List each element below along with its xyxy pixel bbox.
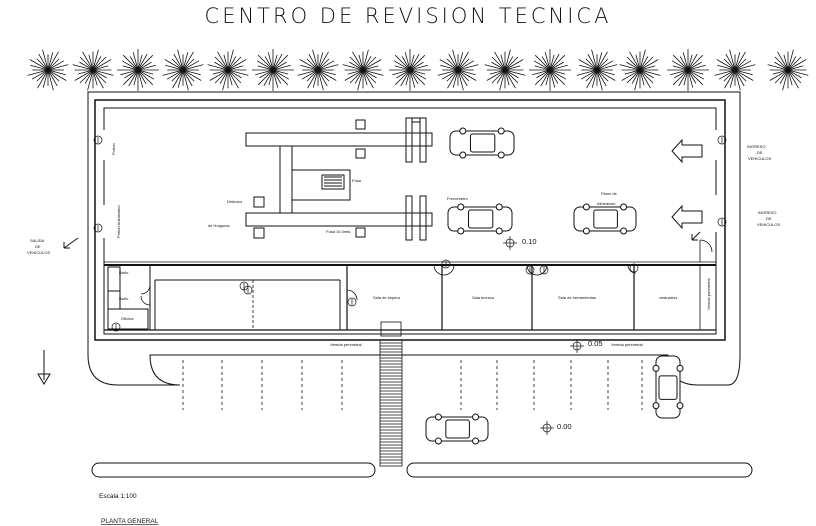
- level-labels: 0.10 0.05 0.00: [522, 237, 603, 431]
- grid-marker-icon: [629, 263, 639, 273]
- label-level-010: 0.10: [522, 237, 537, 246]
- label-salida-de: DE: [35, 244, 41, 249]
- tree-icon: [437, 49, 479, 91]
- label-frenometro: Frenometro: [447, 196, 468, 201]
- tree-icon: [162, 49, 204, 91]
- label-ingreso-veh-1: VEHICULOS: [748, 156, 771, 161]
- grid-marker-icon: [717, 135, 727, 145]
- label-ingreso-de-1: DE: [757, 150, 763, 155]
- site-outline: [87, 91, 741, 386]
- label-porton: Porton: [111, 143, 116, 155]
- plan-caption: PLANTA GENERAL: [101, 518, 159, 525]
- road-edges: [91, 462, 753, 478]
- label-bano-2: Baño: [119, 296, 129, 301]
- label-fosa-dim: Fosa 10.0mts.: [326, 229, 351, 234]
- column-markers: [93, 135, 727, 332]
- tree-icon: [207, 49, 249, 91]
- tree-icon: [576, 49, 618, 91]
- label-vestuarios: vestuarios: [659, 295, 677, 300]
- label-vereda-3: Vereda perimetral: [706, 278, 711, 310]
- label-level-000: 0.00: [557, 422, 572, 431]
- label-fosa: Fosa: [352, 178, 362, 183]
- car-icon: [573, 203, 637, 235]
- plan-labels: Porton Porton Automatico Fosa Detector d…: [27, 143, 780, 347]
- inspection-pit: [245, 117, 433, 241]
- label-sala-herramientas: Sala de herramientas: [558, 295, 596, 300]
- tree-icon: [667, 49, 709, 91]
- tree-icon: [767, 49, 809, 91]
- grid-marker-icon: [441, 259, 451, 269]
- label-ingreso-2: INGRESO: [758, 210, 776, 215]
- label-level-005: 0.05: [588, 339, 603, 348]
- label-sala-tecnica: Sala tecnica: [472, 295, 495, 300]
- label-ingreso-veh-2: VEHICULOS: [757, 222, 780, 227]
- label-detector: Detector: [227, 199, 243, 204]
- tree-icon: [529, 49, 571, 91]
- label-ingreso-de-2: DE: [766, 216, 772, 221]
- door-swings: [140, 239, 713, 306]
- tree-icon: [297, 49, 339, 91]
- tree-icon: [714, 49, 756, 91]
- grid-marker-icon: [347, 297, 357, 307]
- tree-icon: [252, 49, 294, 91]
- entrance-walkway: [379, 321, 403, 467]
- label-ingreso-1: INGRESO: [747, 144, 765, 149]
- grid-marker-icon: [717, 217, 727, 227]
- tree-icon: [484, 49, 526, 91]
- label-oficina: Oficina: [121, 316, 134, 321]
- label-vereda-2: Vereda perimetral: [611, 342, 643, 347]
- vehicles: [425, 127, 684, 445]
- label-bano-1: Baño: [119, 270, 129, 275]
- label-alineacion: Alineacion: [597, 201, 615, 206]
- level-marker-icon: [570, 339, 584, 353]
- car-icon: [449, 127, 515, 159]
- grid-marker-icon: [93, 223, 103, 233]
- tree-row: [27, 49, 809, 91]
- grid-marker-icon: [539, 265, 549, 275]
- level-marker-icon: [503, 236, 517, 250]
- grid-marker-icon: [239, 281, 249, 291]
- tree-icon: [342, 49, 384, 91]
- car-icon: [447, 203, 513, 235]
- level-markers: [503, 236, 584, 435]
- grid-marker-icon: [111, 322, 121, 332]
- building-walls: [94, 99, 726, 341]
- tree-icon: [117, 49, 159, 91]
- tree-icon: [72, 49, 114, 91]
- tree-icon: [389, 49, 431, 91]
- tree-icon: [619, 49, 661, 91]
- car-icon: [652, 355, 684, 419]
- tree-icon: [27, 49, 69, 91]
- scale-note: Escala 1:100: [99, 493, 137, 500]
- label-salida-veh: VEHICULOS: [27, 250, 50, 255]
- grid-marker-icon: [525, 265, 535, 275]
- label-vereda-1: Vereda perimetral: [330, 342, 362, 347]
- level-marker-icon: [540, 421, 554, 435]
- label-sala-espera: Sala de espera: [373, 295, 401, 300]
- parking-stalls: [182, 360, 643, 410]
- label-plano: Plano de: [601, 191, 618, 196]
- label-salida: SALIDA: [30, 238, 45, 243]
- drawing-title: CENTRO DE REVISION TECNICA: [204, 4, 612, 28]
- grid-marker-icon: [93, 135, 103, 145]
- car-icon: [425, 413, 489, 445]
- entry-arrows: [37, 138, 703, 385]
- label-porton-automatico: Porton Automatico: [116, 205, 121, 238]
- label-de-holguras: de Holguras: [208, 223, 230, 228]
